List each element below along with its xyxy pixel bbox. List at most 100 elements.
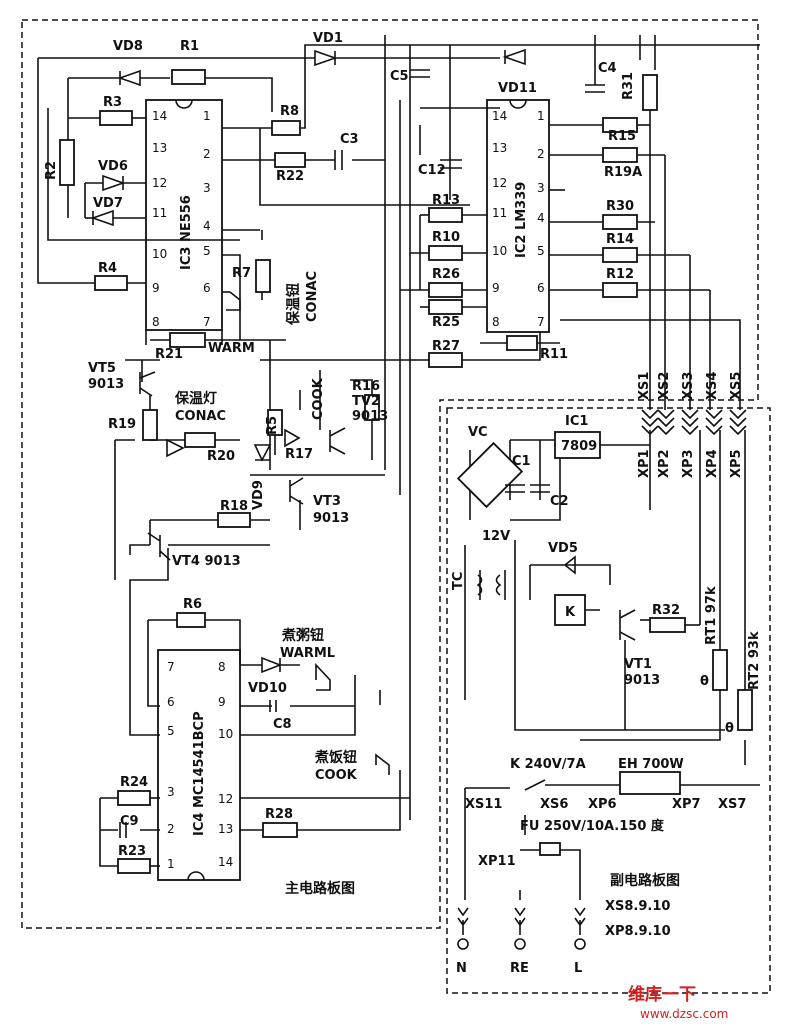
main-labels: VD8 R1 VD1 C5 C4 R31 VD11 R3 R2 VD6 VD7 … xyxy=(44,31,744,897)
porridge-button-label: 煮粥钮 xyxy=(281,627,324,644)
ic3-label: IC3 NE556 xyxy=(179,195,194,270)
main-transistors xyxy=(139,371,346,561)
svg-text:4: 4 xyxy=(537,211,545,225)
xp6-label: XP6 xyxy=(588,797,617,812)
v12-label: 12V xyxy=(482,529,510,544)
lamp-label: 保温灯 xyxy=(174,390,217,407)
svg-text:3: 3 xyxy=(203,181,211,195)
r27-label: R27 xyxy=(432,339,460,354)
svg-text:12: 12 xyxy=(492,176,507,190)
svg-text:7: 7 xyxy=(203,315,211,329)
main-wiring xyxy=(37,35,760,867)
c9-label: C9 xyxy=(120,814,139,829)
vc-label: VC xyxy=(468,425,488,440)
ic3-chip: IC3 NE556 14 13 12 11 10 9 8 1 2 3 4 5 6… xyxy=(145,99,223,331)
xs3-label: XS3 xyxy=(681,372,696,400)
terminal-re: RE xyxy=(510,961,529,976)
regulator-7809 xyxy=(554,431,601,459)
svg-text:1: 1 xyxy=(203,109,211,123)
svg-text:11: 11 xyxy=(492,206,507,220)
warm-tag-label: WARM xyxy=(208,341,255,356)
xs6-label: XS6 xyxy=(540,797,568,812)
main-board-title: 主电路板图 xyxy=(285,880,355,897)
vt3-label: VT3 xyxy=(313,494,341,509)
svg-text:4: 4 xyxy=(203,219,211,233)
tc-label: TC xyxy=(451,572,466,590)
warm-button-label: 保温钮 xyxy=(285,283,302,326)
reg-label: 7809 xyxy=(561,439,597,454)
r22-label: R22 xyxy=(276,169,304,184)
svg-text:14: 14 xyxy=(218,855,233,869)
tv2-label: TV2 xyxy=(352,394,380,409)
vt3-type-label: 9013 xyxy=(313,511,349,526)
connector-chevrons xyxy=(641,409,747,436)
cook-tag-label: COOK xyxy=(311,377,326,420)
sub-wiring xyxy=(464,430,760,900)
svg-text:2: 2 xyxy=(167,822,175,836)
xp11-label: XP11 xyxy=(478,854,516,869)
porridge-button-en-label: WARML xyxy=(280,646,335,661)
k-label: K xyxy=(565,605,576,620)
vt4-label: VT4 9013 xyxy=(172,554,241,569)
r8-label: R8 xyxy=(280,104,299,119)
svg-text:7: 7 xyxy=(537,315,545,329)
c8-label: C8 xyxy=(273,717,292,732)
watermark-title: 维库一下 xyxy=(628,984,696,1005)
r21-label: R21 xyxy=(155,347,183,362)
terminal-n: N xyxy=(456,961,467,976)
fuse xyxy=(539,842,561,856)
r19-label: R19 xyxy=(108,417,136,432)
r17-label: R17 xyxy=(285,447,313,462)
svg-text:6: 6 xyxy=(203,281,211,295)
svg-text:12: 12 xyxy=(218,792,233,806)
svg-text:7: 7 xyxy=(167,660,175,674)
vt1-label: VT1 xyxy=(624,657,652,672)
main-board-outline xyxy=(21,19,759,929)
r11-label: R11 xyxy=(540,347,568,362)
svg-text:8: 8 xyxy=(152,315,160,329)
svg-text:13: 13 xyxy=(218,822,233,836)
xp3-label: XP3 xyxy=(681,449,696,478)
svg-text:2: 2 xyxy=(537,147,545,161)
svg-text:6: 6 xyxy=(537,281,545,295)
svg-text:14: 14 xyxy=(492,109,507,123)
xp4-label: XP4 xyxy=(705,449,720,478)
r10-label: R10 xyxy=(432,230,460,245)
r32-label: R32 xyxy=(652,603,680,618)
rt2-label: RT2 93k xyxy=(747,631,762,690)
warm-button-en-label: CONAC xyxy=(305,271,320,322)
svg-text:3: 3 xyxy=(167,785,175,799)
r30-label: R30 xyxy=(606,199,634,214)
theta-2-label: θ xyxy=(725,721,734,736)
vt1-type-label: 9013 xyxy=(624,673,660,688)
c2-label: C2 xyxy=(550,494,569,509)
svg-text:9: 9 xyxy=(492,281,500,295)
r24-label: R24 xyxy=(120,775,148,790)
cook-button-en-label: COOK xyxy=(315,768,358,783)
ic2-label: IC2 LM339 xyxy=(514,182,529,258)
terminal-l: L xyxy=(574,961,582,976)
svg-text:11: 11 xyxy=(152,206,167,220)
svg-text:5: 5 xyxy=(203,244,211,258)
r14-label: R14 xyxy=(606,232,634,247)
r2-label: R2 xyxy=(44,161,59,180)
main-resistors xyxy=(59,69,658,874)
svg-text:8: 8 xyxy=(492,315,500,329)
svg-text:12: 12 xyxy=(152,176,167,190)
r5-label: R5 xyxy=(265,416,280,435)
r28-label: R28 xyxy=(265,807,293,822)
r6-label: R6 xyxy=(183,597,202,612)
c5-label: C5 xyxy=(390,69,409,84)
vt5-label: VT5 xyxy=(88,361,116,376)
heater-eh xyxy=(619,771,681,795)
sub-board-outline xyxy=(446,407,771,994)
vd10-label: VD10 xyxy=(248,681,287,696)
svg-text:9: 9 xyxy=(152,281,160,295)
xs1-label: XS1 xyxy=(637,372,652,400)
leds xyxy=(166,428,301,458)
r4-label: R4 xyxy=(98,261,117,276)
r3-label: R3 xyxy=(103,95,122,110)
cook-button-label: 煮饭钮 xyxy=(314,749,357,766)
